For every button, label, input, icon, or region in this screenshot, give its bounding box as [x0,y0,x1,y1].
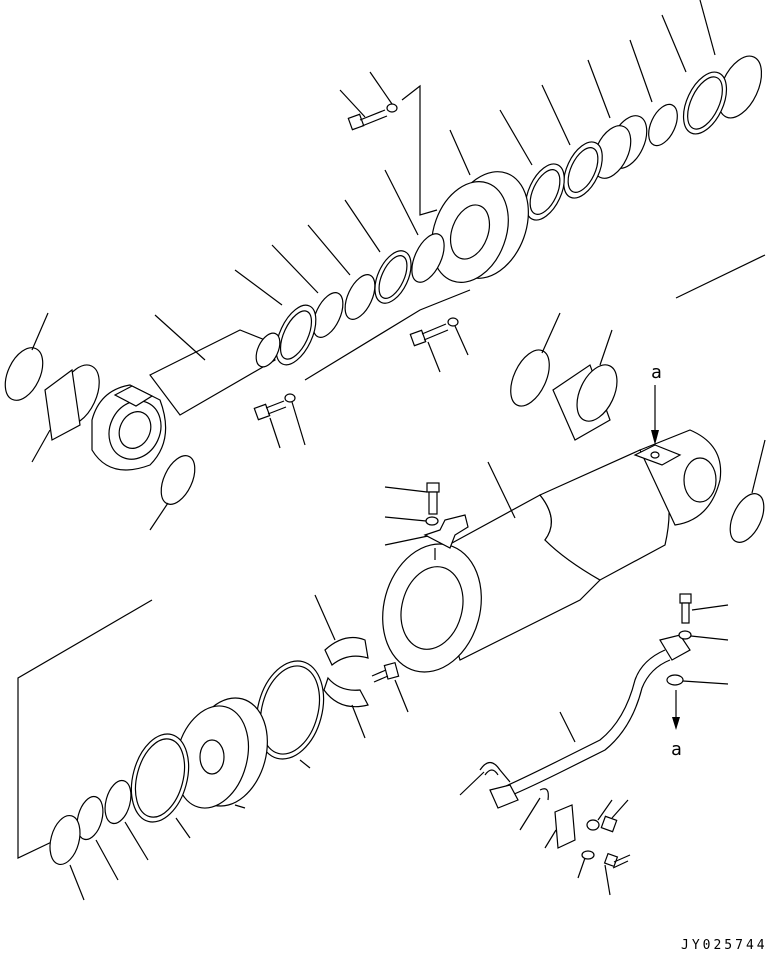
reference-arrow-a: a [651,362,662,445]
reference-label: a [651,362,662,383]
clip [519,788,549,831]
o-ring [384,169,445,283]
reference-label: a [671,739,682,760]
washer [447,317,469,356]
washer [369,71,398,113]
bolt [371,661,409,713]
bolt [253,400,287,449]
back-up-ring [344,199,412,304]
cylinder-head [431,129,529,283]
washer [577,850,595,879]
head-assembly-frame [304,84,766,381]
bushing-bottom [552,329,618,441]
bolt [603,852,631,896]
reference-arrow-a: a [671,690,682,760]
nut-half-2 [323,676,369,739]
wear-ring [661,14,728,135]
o-ring [666,674,729,686]
u-bolt [459,761,511,796]
dust-seal-bottom-2 [729,439,766,543]
bolt [339,89,388,131]
washer [586,799,613,831]
bracket [384,514,469,560]
nut-half [314,594,369,666]
drawing-code: JY025744 [681,938,768,953]
bolt [409,323,449,373]
washer [384,516,439,526]
dust-seal [629,39,678,147]
ring-2 [76,795,119,881]
piston [175,697,268,809]
buffer-ring [499,109,565,221]
seal-ring-2 [271,244,344,338]
clamp-plate [544,804,576,849]
dust-seal-rod-end [4,312,49,401]
cylinder-tube [382,429,722,673]
bushing-rod-end [31,364,100,463]
seal-ring [307,224,376,320]
nut [600,799,629,833]
dust-seal-bottom [510,312,561,407]
rod-packing [541,84,603,199]
piston-assembly-frame [17,599,153,859]
ring [104,779,149,861]
wear-ring-piston [255,660,325,769]
washer [284,393,306,446]
pipe [489,634,691,809]
ring-3 [49,814,85,901]
bolt [679,593,729,624]
bushing [587,59,648,179]
shim-plate [234,269,317,366]
bolt [384,482,440,515]
washer [678,630,729,641]
piston-rod [91,314,281,471]
piston-ring [130,733,191,839]
dust-seal-rod-end-2 [149,455,196,531]
